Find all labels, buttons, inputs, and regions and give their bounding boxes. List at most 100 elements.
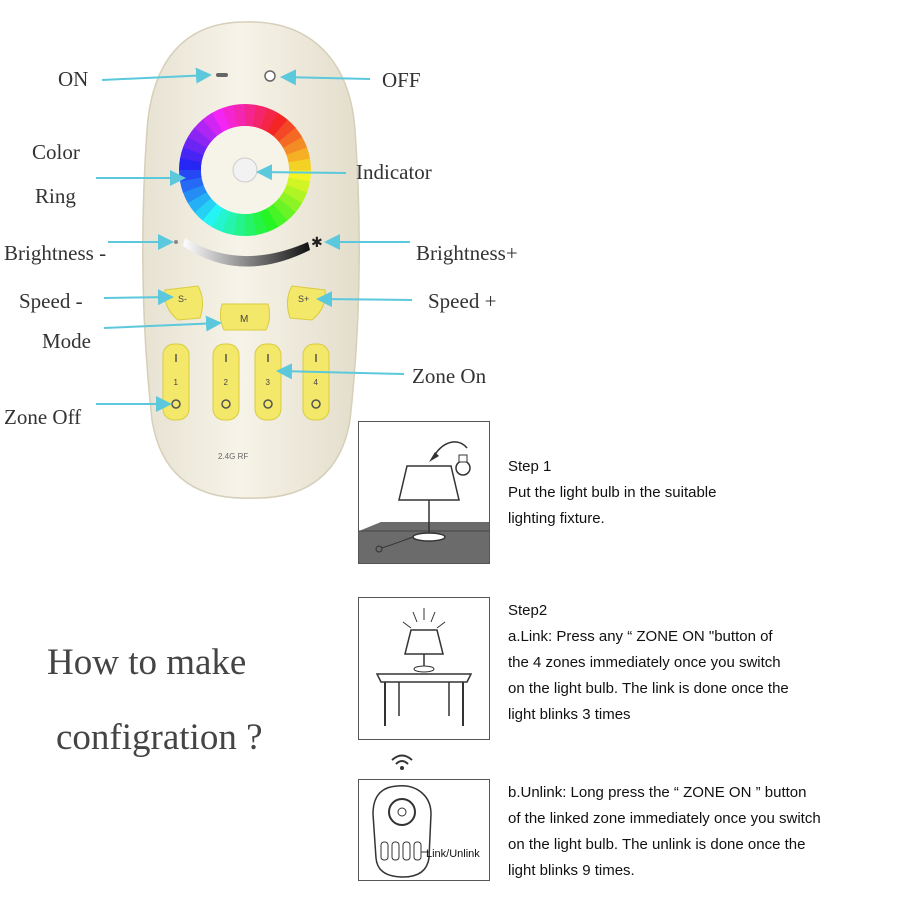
- wifi-icon: [391, 754, 413, 770]
- color-ring-segment[interactable]: [252, 211, 268, 236]
- mode-button[interactable]: M: [219, 303, 271, 331]
- color-ring-segment[interactable]: [182, 184, 207, 203]
- step2-line-3: on the light bulb. The link is done once…: [508, 680, 789, 697]
- lamp-icon: [359, 441, 489, 563]
- zone-number: 3: [266, 378, 271, 387]
- step1-line-2: lighting fixture.: [508, 510, 605, 527]
- svg-text:M: M: [240, 314, 248, 325]
- step2-heading: Step2: [508, 602, 548, 619]
- color-ring-segment[interactable]: [202, 203, 223, 228]
- bulb-icon: [455, 454, 471, 476]
- color-ring-segment[interactable]: [244, 213, 257, 236]
- svg-text:S+: S+: [298, 294, 309, 304]
- zone-off-mark[interactable]: [221, 399, 231, 409]
- rf-label: 2.4G RF: [218, 452, 248, 461]
- brightness-plus-label: Brightness+: [416, 241, 518, 265]
- zone-1-button-group[interactable]: 1: [162, 343, 190, 421]
- color-ring-segment[interactable]: [282, 185, 308, 204]
- color-ring-segment[interactable]: [283, 137, 308, 156]
- zone-2-button-group[interactable]: 2: [212, 343, 240, 421]
- color-ring-segment[interactable]: [267, 112, 288, 137]
- color-ring-segment[interactable]: [286, 177, 310, 194]
- step2-image: [358, 597, 490, 740]
- speed-plus-arrow: [316, 291, 413, 308]
- zone-3-button-group[interactable]: 3: [254, 343, 282, 421]
- color-ring-segment[interactable]: [278, 127, 303, 149]
- color-ring-segment[interactable]: [278, 192, 303, 213]
- indicator-light: [232, 157, 258, 183]
- brightness-slider[interactable]: [183, 238, 310, 267]
- color-ring-segment[interactable]: [187, 191, 212, 213]
- zone-off-mark[interactable]: [263, 399, 273, 409]
- title-line-1: How to make: [47, 642, 247, 683]
- color-ring-segment[interactable]: [273, 119, 296, 143]
- color-ring-segment[interactable]: [202, 112, 224, 137]
- step2-line-4: light blinks 3 times: [508, 706, 631, 723]
- step3-line-2: of the linked zone immediately once you …: [508, 810, 821, 827]
- color-ring[interactable]: [179, 104, 312, 236]
- step2-text: Step2 a.Link: Press any “ ZONE ON "butto…: [508, 598, 789, 728]
- zone-on-label: Zone On: [412, 364, 487, 388]
- zone-3-button[interactable]: [254, 343, 282, 421]
- zone-off-label: Zone Off: [4, 405, 82, 429]
- off-arrow: [280, 69, 371, 86]
- color-ring-segment[interactable]: [260, 107, 279, 133]
- table-icon: [375, 608, 473, 726]
- mode-arrow: [103, 315, 222, 332]
- zone-4-button[interactable]: [302, 343, 330, 421]
- zone-number: 4: [314, 378, 319, 387]
- on-button[interactable]: [216, 73, 228, 77]
- color-ring-segment[interactable]: [286, 147, 311, 163]
- step1-image: [358, 421, 490, 564]
- color-ring-segment[interactable]: [180, 146, 204, 163]
- svg-text:Link/Unlink: Link/Unlink: [426, 848, 480, 860]
- color-ring-segment[interactable]: [182, 136, 208, 155]
- color-ring-segment[interactable]: [222, 104, 238, 129]
- on-arrow: [101, 67, 212, 84]
- on-label: ON: [58, 67, 89, 91]
- indicator-arrow: [256, 164, 347, 181]
- zone-2-button[interactable]: [212, 343, 240, 421]
- color-ring-segment[interactable]: [252, 105, 269, 129]
- speed-minus-arrow: [103, 289, 174, 306]
- zone-on-arrow: [276, 363, 405, 380]
- step3-line-4: light blinks 9 times.: [508, 862, 635, 879]
- brightness-minus-dot[interactable]: [174, 240, 178, 244]
- zone-number: 2: [224, 378, 229, 387]
- color-ring-label-2: Ring: [35, 184, 76, 208]
- step1-heading: Step 1: [508, 458, 552, 475]
- title-line-2: configration ?: [56, 717, 263, 758]
- color-ring-segment[interactable]: [187, 127, 212, 148]
- color-ring-segment[interactable]: [288, 158, 312, 171]
- zone-4-button-group[interactable]: 4: [302, 343, 330, 421]
- step2-line-1: a.Link: Press any “ ZONE ON "button of: [508, 628, 773, 645]
- color-ring-segment[interactable]: [266, 203, 288, 228]
- color-ring-segment[interactable]: [212, 107, 231, 132]
- color-ring-segment[interactable]: [194, 197, 217, 221]
- step3-line-3: on the light bulb. The unlink is done on…: [508, 836, 806, 853]
- mode-label: Mode: [42, 329, 91, 353]
- zone-off-mark[interactable]: [171, 399, 181, 409]
- color-ring-segment[interactable]: [259, 208, 278, 233]
- step3-text: b.Unlink: Long press the “ ZONE ON ” but…: [508, 780, 821, 884]
- step1-text: Step 1 Put the light bulb in the suitabl…: [508, 454, 716, 532]
- color-ring-segment[interactable]: [221, 211, 238, 235]
- off-button[interactable]: [264, 70, 276, 82]
- color-ring-segment[interactable]: [211, 207, 230, 233]
- brightness-minus-label: Brightness -: [4, 241, 107, 265]
- color-ring-segment[interactable]: [233, 104, 246, 127]
- color-ring-segment[interactable]: [272, 198, 296, 221]
- step3-line-1: b.Unlink: Long press the “ ZONE ON ” but…: [508, 784, 807, 801]
- off-label: OFF: [382, 68, 421, 92]
- step1-line-1: Put the light bulb in the suitable: [508, 484, 717, 501]
- indicator-label: Indicator: [356, 160, 432, 184]
- step2-line-2: the 4 zones immediately once you switch: [508, 654, 781, 671]
- step3-image: Link/Unlink: [358, 779, 490, 881]
- zone-off-mark[interactable]: [311, 399, 321, 409]
- brightness-plus-icon[interactable]: ✱: [311, 235, 323, 251]
- color-ring-segment[interactable]: [194, 119, 218, 142]
- svg-text:S-: S-: [178, 294, 187, 304]
- speed-minus-label: Speed -: [19, 289, 83, 313]
